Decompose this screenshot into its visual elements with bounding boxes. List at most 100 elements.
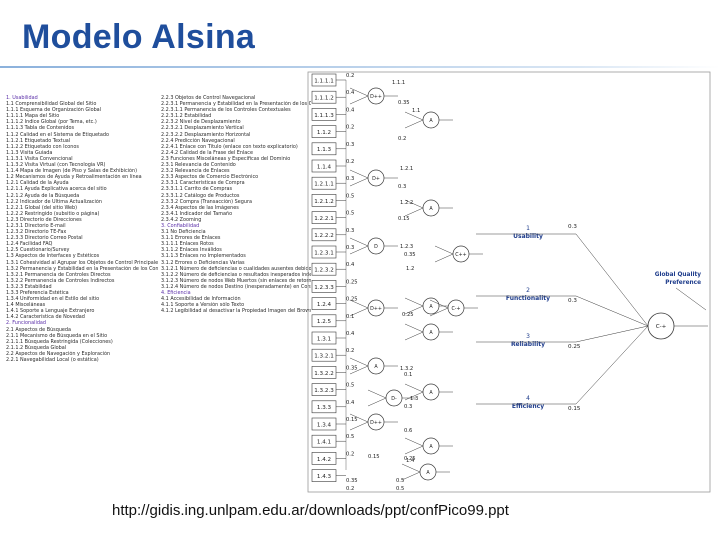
tree-item: 2.1.1.2 Búsqueda Global: [6, 344, 67, 351]
tree-item: 2.2.4.1 Enlace con Título (enlace con te…: [161, 143, 298, 150]
tree-item: 4.1.2 Legibilidad al desactivar la Propi…: [161, 308, 311, 315]
tree-item: 1.2.3.2 Directorio TE-Fax: [6, 229, 67, 236]
characteristic-weight: 0.3: [568, 298, 577, 304]
connector-line: [349, 357, 369, 367]
input-weight-label: 0.5: [346, 383, 354, 389]
intermediate-code: 1.1: [412, 108, 420, 114]
connector-line: [404, 437, 424, 447]
tree-item: 1.4 Misceláneas: [6, 302, 46, 309]
connector-line: [401, 463, 421, 473]
aggregation-operator-label: D++: [370, 94, 382, 100]
input-attribute-code: 1.1.1.3: [314, 113, 334, 119]
connector-line: [349, 177, 369, 187]
input-attribute-code: 1.4.1: [317, 440, 332, 446]
aggregation-operator-label: A: [429, 304, 433, 310]
input-weight-label: 0.35: [346, 365, 358, 371]
tree-item: 1.3.3 Preferencia Estética: [6, 290, 69, 296]
input-weight-label: 0.3: [346, 176, 354, 182]
intermediate-code: 1.1.1: [392, 80, 405, 86]
tree-item: 3.1 No Deficiencia: [161, 229, 206, 236]
bottom-weight: 0.35: [346, 478, 358, 484]
connector-line: [429, 299, 449, 309]
connector-line: [575, 325, 649, 343]
tree-item: 1.1.1.3 Tabla de Contenidos: [6, 125, 75, 132]
characteristic-weight: 0.15: [568, 406, 581, 412]
input-weight-label: 0.15: [346, 417, 358, 423]
tree-item: 1.1.2.1 Etiquetado Textual: [6, 137, 71, 144]
input-weight-label: 0.3: [346, 142, 354, 148]
tree-item: 2.3.3.1.2 Catálogo de Productos: [161, 192, 240, 199]
characteristic-weight: 0.3: [568, 224, 577, 230]
tree-item: 3.1.2.1 Número de deficiencias o cualida…: [161, 265, 311, 272]
tree-item: 2.3.2 Relevancia de Enlaces: [161, 168, 230, 175]
connector-line: [349, 87, 369, 97]
connector-line: [349, 307, 369, 317]
tree-item: 1.2.4 Facilidad FAQ: [6, 241, 53, 248]
aggregation-operator-label: A: [426, 470, 430, 476]
input-weight-label: 0.4: [346, 107, 355, 113]
input-weight-label: 0.3: [346, 245, 354, 251]
aggregation-operator-label: A: [429, 206, 433, 212]
tree-item: 2.3.4.1 Indicador del Tamaño: [161, 210, 233, 217]
input-attribute-code: 1.2.1.2: [314, 199, 334, 205]
page-title: Modelo Alsina: [22, 18, 256, 56]
aggregation-operator-label: A: [374, 364, 378, 370]
aggregation-operator-label: D-: [391, 396, 397, 402]
input-attribute-code: 1.2.2.2: [314, 233, 334, 239]
tree-item: 1.2.2.1 Global (del sitio Web): [6, 204, 78, 211]
intermediate-code: 1.4: [406, 458, 415, 464]
connector-line: [349, 95, 369, 105]
input-attribute-code: 1.3.2.1: [314, 354, 334, 360]
intermediate-weight: 0.6: [404, 428, 412, 434]
global-quality-label: Global Quality: [655, 272, 702, 278]
aggregation-operator-label: C-+: [451, 306, 460, 312]
input-attribute-code: 1.4.3: [317, 474, 332, 480]
characteristic-number: 2: [526, 287, 530, 294]
bottom-weight: 0.2: [346, 486, 354, 492]
tree-item: 1.2.1.2 Ayuda de la Búsqueda: [6, 192, 80, 199]
tree-item: 3.1.2 Errores o Deficiencias Varias: [161, 259, 245, 266]
intermediate-weight: 0.25: [402, 312, 414, 318]
tree-item: 1.3.2.2 Permanencia de Controles Indirec…: [6, 277, 115, 284]
intermediate-code: 1.3.2: [400, 366, 413, 372]
tree-item: 1.3.2 Permanencia y Estabilidad en la Pr…: [6, 265, 158, 272]
intermediate-weight: 0.35: [404, 252, 416, 258]
tree-item: 1.2.2 Indicador de Última Actualización: [6, 198, 102, 205]
input-attribute-code: 1.1.1.2: [314, 96, 334, 102]
bottom-weight: 0.15: [368, 454, 380, 460]
intermediate-weight: 0.2: [398, 136, 406, 142]
connector-line: [575, 295, 649, 327]
diagram-frame: [307, 71, 711, 493]
tree-item: 1.3 Aspectos de Interfaces y Estéticos: [6, 253, 100, 260]
tree-item: 1.2.3.3 Directorio Correo Postal: [6, 235, 83, 242]
connector-line: [404, 331, 424, 341]
input-attribute-code: 1.2.4: [317, 302, 332, 308]
intermediate-weight: 0.3: [404, 404, 412, 410]
input-attribute-code: 1.2.5: [317, 319, 332, 325]
intermediate-weight: 0.15: [398, 216, 410, 222]
input-weight-label: 0.5: [346, 434, 354, 440]
characteristic-number: 4: [526, 395, 530, 402]
input-attribute-code: 1.4.2: [317, 457, 331, 463]
tree-item: 2. Funcionalidad: [6, 320, 47, 327]
input-attribute-code: 1.2.2.1: [314, 216, 334, 222]
characteristic-number: 1: [526, 225, 530, 232]
tree-item: 2.3.3 Aspectos de Comercio Electrónico: [161, 174, 259, 181]
tree-item: 1.1.3 Visita Guiada: [6, 149, 53, 156]
input-weight-label: 0.25: [346, 297, 358, 303]
tree-item: 1.2.1 Calidad de la Ayuda: [6, 180, 69, 187]
aggregation-operator-label: A: [429, 444, 433, 450]
tree-item: 1. Usabilidad: [6, 95, 38, 101]
tree-item: 2.2.3 Objetos de Control Navegacional: [161, 95, 256, 101]
tree-item: 2.3.4.2 Zooming: [161, 216, 202, 223]
tree-item: 3.1.1.2 Enlaces Inválidos: [161, 247, 222, 254]
tree-item: 3.1.1 Errores de Enlaces: [161, 235, 221, 242]
input-attribute-code: 1.2.3.3: [314, 285, 334, 291]
requirements-tree-right-column: 2.2.3 Objetos de Control Navegacional 2.2…: [161, 95, 311, 314]
input-attribute-code: 1.2.3.2: [314, 268, 334, 274]
intermediate-code: 1.2.2: [400, 200, 413, 206]
source-url[interactable]: http://gidis.ing.unlpam.edu.ar/downloads…: [112, 502, 509, 519]
input-weight-label: 0.4: [346, 400, 355, 406]
tree-item: 3.1.2.4 Número de nodos Destino (inesper…: [161, 283, 311, 290]
connector-line: [404, 305, 424, 315]
